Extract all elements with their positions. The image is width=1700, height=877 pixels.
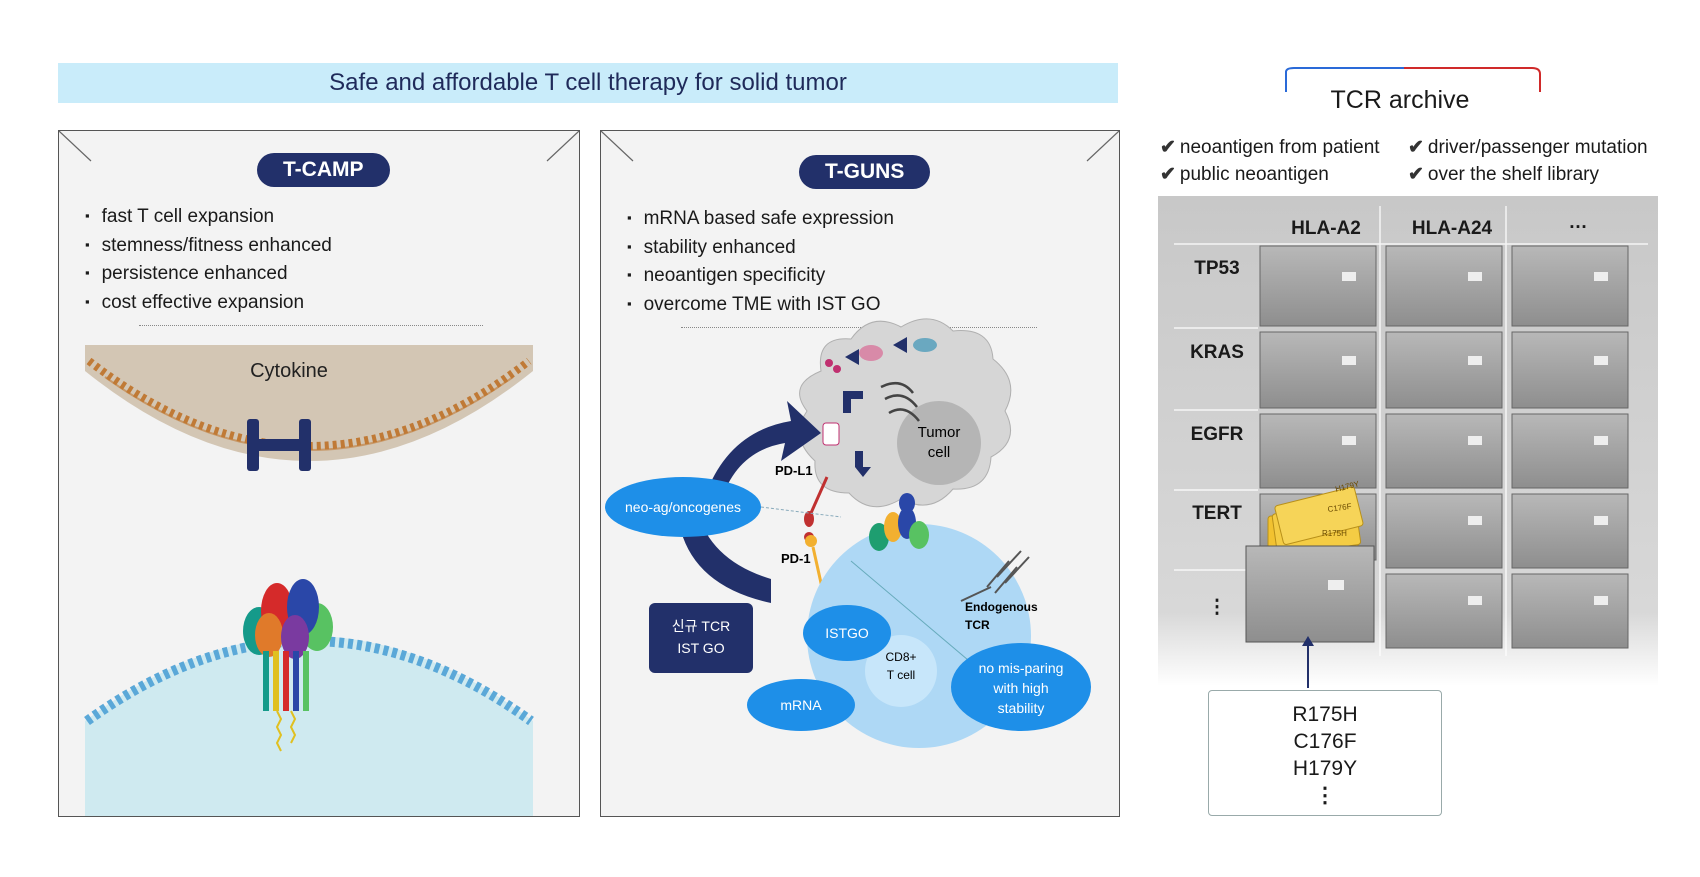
golgi-icon (880, 381, 920, 422)
svg-text:TCR: TCR (965, 618, 990, 632)
svg-text:PD-L1: PD-L1 (775, 463, 813, 478)
list-item: neoantigen specificity (627, 262, 894, 291)
list-item: R175H (1292, 703, 1358, 726)
svg-text:Endogenous: Endogenous (965, 600, 1038, 614)
svg-text:PD-1: PD-1 (781, 551, 811, 566)
archive-title: TCR archive (1330, 86, 1470, 114)
list-item: stability enhanced (627, 234, 894, 263)
row-header: KRAS (1190, 342, 1244, 363)
list-item: fast T cell expansion (85, 203, 332, 232)
list-item: H179Y (1292, 757, 1358, 780)
svg-text:C176F: C176F (1327, 502, 1352, 514)
svg-text:with high: with high (992, 680, 1048, 696)
check-item: ✔over the shelf library (1408, 164, 1599, 185)
checkmark-icon: ✔ (1408, 164, 1424, 185)
svg-text:no mis-paring: no mis-paring (979, 660, 1064, 676)
mutation-detail-card: R175H C176F H179Y ⋮ (1208, 690, 1442, 816)
tcamp-illustration: Cytokine (84, 345, 534, 816)
row-header: TERT (1192, 503, 1242, 524)
svg-text:cell: cell (928, 444, 951, 461)
checkmark-icon: ✔ (1160, 137, 1176, 158)
divider (681, 327, 1037, 328)
neo-ag-label-bubble (605, 477, 761, 537)
folder-icons (1267, 486, 1364, 563)
tcr-complex-icon (243, 579, 333, 752)
check-item: ✔driver/passenger mutation (1408, 137, 1648, 158)
column-header: HLA-A2 (1291, 218, 1361, 239)
antigen-processing-icons (843, 337, 907, 477)
tumor-nucleus (897, 401, 981, 485)
cytokine-receptor (247, 419, 311, 471)
list-item: persistence enhanced (85, 260, 332, 289)
row-header: ⋮ (1207, 597, 1227, 618)
check-item: ✔public neoantigen (1160, 164, 1329, 185)
mrna-bubble (747, 679, 855, 731)
svg-text:R175H: R175H (1322, 529, 1347, 538)
svg-text:T cell: T cell (887, 668, 915, 682)
column-header: HLA-A24 (1411, 218, 1493, 239)
tcamp-badge: T-CAMP (257, 153, 390, 187)
list-item: C176F (1293, 730, 1357, 753)
open-drawer (1245, 545, 1375, 643)
tguns-panel: T-GUNS mRNA based safe expression stabil… (600, 130, 1120, 817)
tcamp-bullet-list: fast T cell expansion stemness/fitness e… (85, 203, 332, 317)
divider (139, 325, 483, 326)
svg-text:mRNA: mRNA (780, 697, 822, 713)
tcr-on-t-cell-icon (869, 493, 929, 551)
panel-corner-lines (601, 131, 1119, 162)
new-tcr-box (649, 603, 753, 673)
mhc-icon (822, 422, 840, 446)
panel-corner-lines (59, 131, 579, 162)
page-title: Safe and affordable T cell therapy for s… (58, 63, 1118, 103)
cytokine-cell-body (85, 345, 533, 461)
row-header: EGFR (1190, 424, 1244, 445)
istgo-bubble (803, 605, 891, 661)
cd8-nucleus (865, 635, 937, 707)
svg-text:ISTGO: ISTGO (825, 625, 869, 641)
list-item: ⋮ (1314, 784, 1336, 807)
mispairing-bubble (951, 643, 1091, 731)
svg-text:IST GO: IST GO (677, 640, 724, 656)
list-item: stemness/fitness enhanced (85, 232, 332, 261)
checkmark-icon: ✔ (1160, 164, 1176, 185)
lower-membrane (84, 636, 534, 726)
tcr-archive-cabinet: H179Y C176F R175H (1158, 196, 1658, 688)
drawer-grid (1259, 245, 1629, 649)
endogenous-tcr-icon (960, 550, 1030, 602)
svg-text:neo-ag/oncogenes: neo-ag/oncogenes (625, 499, 741, 515)
tcamp-panel: T-CAMP fast T cell expansion stemness/fi… (58, 130, 580, 817)
archive-title-bracket (1285, 67, 1541, 92)
cycle-arrow-top (707, 401, 821, 501)
grid-lines (1174, 206, 1648, 656)
cytokine-label: Cytokine (250, 360, 328, 382)
list-item: overcome TME with IST GO (627, 291, 894, 320)
tguns-bullet-list: mRNA based safe expression stability enh… (627, 205, 894, 319)
tguns-badge: T-GUNS (799, 155, 931, 189)
check-item: ✔neoantigen from patient (1160, 137, 1380, 158)
list-item: cost effective expansion (85, 289, 332, 318)
svg-text:CD8+: CD8+ (885, 650, 916, 664)
column-header: … (1568, 212, 1588, 233)
list-item: mRNA based safe expression (627, 205, 894, 234)
svg-text:stability: stability (998, 700, 1045, 716)
tguns-illustration: Tumor cell PD-L1 PD-1 neo-ag/oncogenes 신… (605, 318, 1091, 748)
svg-text:신규 TCR: 신규 TCR (672, 618, 730, 634)
row-header: TP53 (1194, 258, 1240, 279)
t-cell-body (85, 636, 533, 816)
svg-text:Tumor: Tumor (918, 424, 961, 441)
checkmark-icon: ✔ (1408, 137, 1424, 158)
